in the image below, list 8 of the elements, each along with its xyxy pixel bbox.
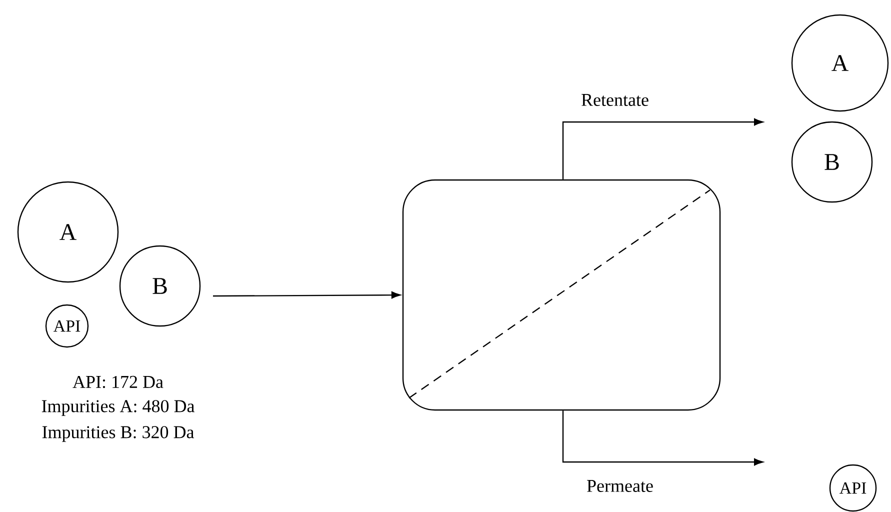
- mass-label: Impurities B: 320 Da: [42, 426, 194, 442]
- edge-label: Retentate: [580, 93, 650, 107]
- arrow: [562, 410, 764, 466]
- arrow: [213, 291, 400, 299]
- mass-label: Impurities A: 480 Da: [42, 400, 194, 416]
- mass-label: API: 172 Da: [72, 376, 164, 388]
- arrow: [562, 118, 764, 180]
- edge-label: Permeate: [586, 479, 654, 493]
